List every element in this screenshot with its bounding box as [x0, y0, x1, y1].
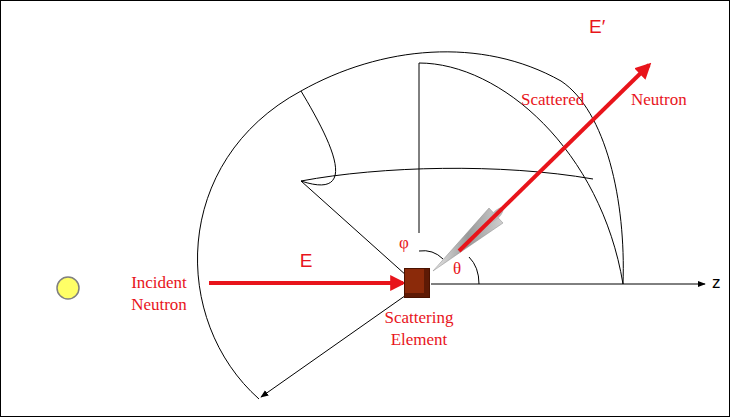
theta-symbol: θ — [453, 259, 461, 279]
element-label: Scattering Element — [367, 307, 471, 351]
theta-arc — [469, 257, 479, 284]
neutron-label: Incident Neutron — [113, 272, 205, 316]
meridian-arc — [301, 91, 336, 185]
latitude-arc — [301, 168, 593, 181]
z-axis — [431, 284, 705, 285]
scattered-arrow — [459, 65, 649, 251]
axis-label: z — [712, 273, 721, 293]
incident-neutron: Incident Neutron — [113, 272, 205, 316]
phi-symbol: φ — [399, 233, 409, 253]
scattering-element: Scattering Element — [404, 268, 430, 298]
phi-arc — [419, 251, 443, 259]
scattered-label: Scattered — [521, 90, 584, 110]
neutron-label: Neutron — [631, 90, 687, 110]
vertical-line — [419, 63, 420, 233]
energy-out-label: E′ — [589, 17, 605, 37]
sphere-outline — [197, 52, 623, 399]
sphere-wireframe — [197, 52, 705, 399]
incident-arrow — [209, 281, 403, 285]
meridian-line — [301, 181, 407, 276]
energy-in-label: E — [300, 251, 313, 271]
meridian-arc — [419, 63, 623, 284]
neutron-circle — [57, 277, 79, 299]
